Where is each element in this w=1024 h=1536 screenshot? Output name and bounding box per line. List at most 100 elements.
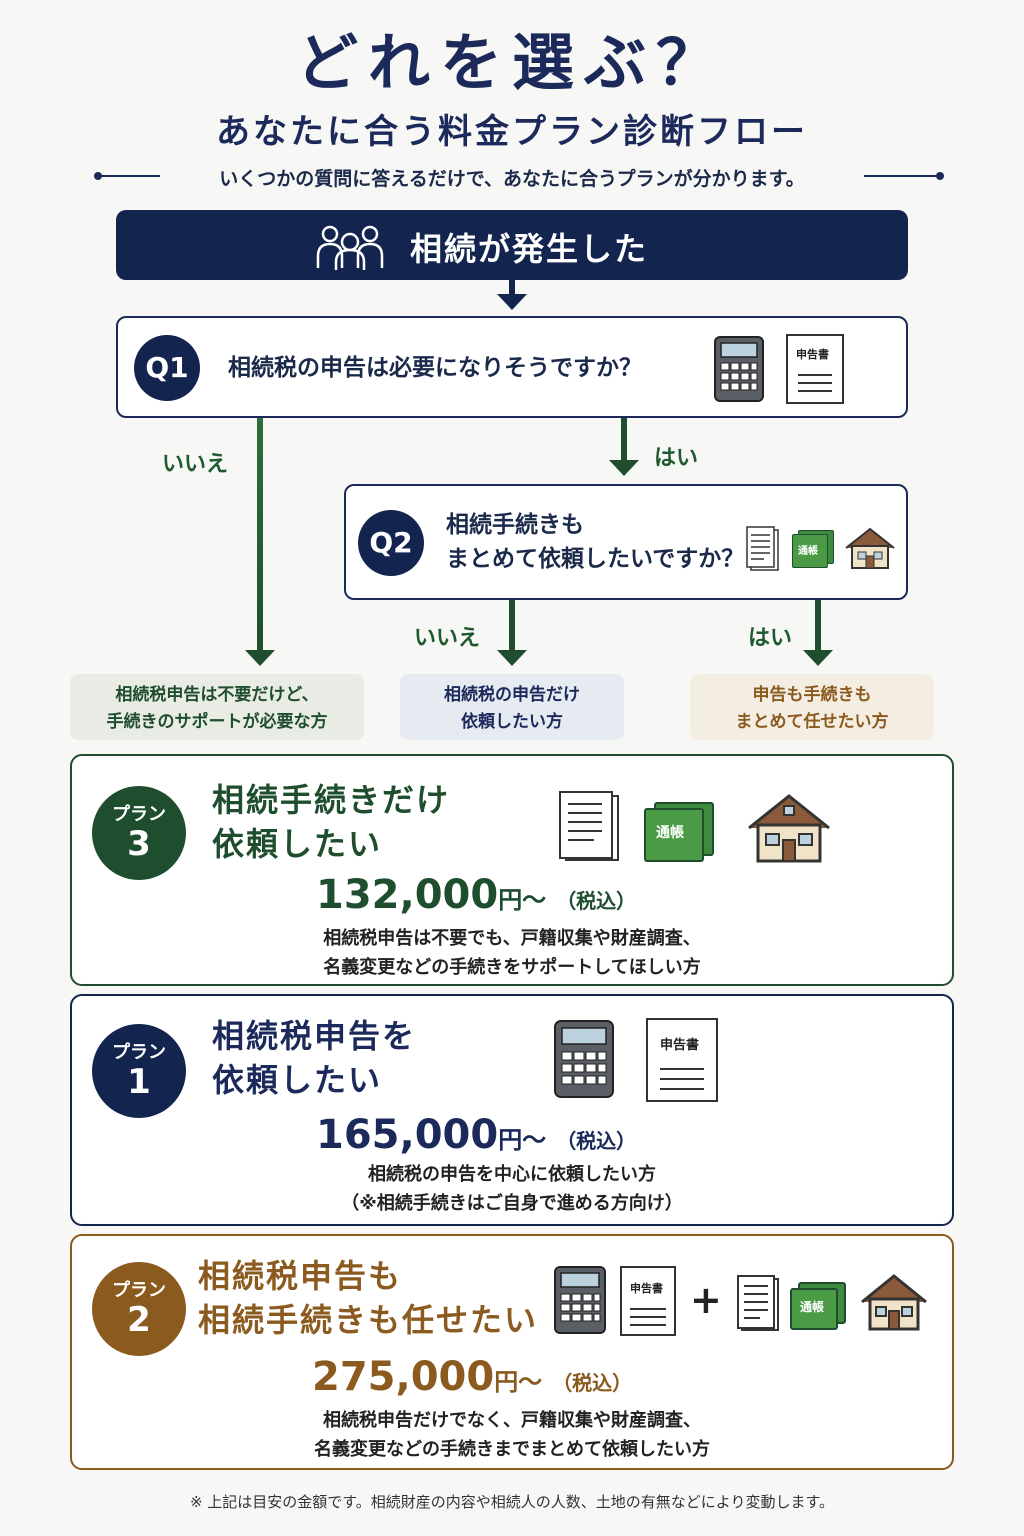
q1-text: 相続税の申告は必要になりそうですか？: [228, 355, 642, 381]
plan2-desc-line1: 相続税申告だけでなく、戸籍収集や財産調査、: [323, 1410, 701, 1431]
calculator-icon: [714, 336, 764, 402]
plan2-title: 相続税申告も 相続手続きも任せたい: [198, 1254, 538, 1342]
plan1-title: 相続税申告を 依頼したい: [212, 1014, 416, 1102]
bankbook-label: 通帳: [798, 546, 818, 557]
bankbook-icon: 通帳: [644, 802, 714, 862]
q2-line2: まとめて依頼したいですか？: [446, 546, 745, 572]
arrow-q2-no-line: [509, 600, 515, 656]
plan1-badge: プラン 1: [92, 1024, 186, 1118]
family-icon: [316, 222, 384, 272]
plan3-badge: プラン 3: [92, 786, 186, 880]
tax-form-label: 申告書: [796, 348, 829, 361]
plan3-title-line1: 相続手続きだけ: [212, 781, 451, 819]
page-subtitle: あなたに合う料金プラン診断フロー: [216, 112, 808, 152]
plan1-title-line2: 依頼したい: [212, 1061, 383, 1099]
plan1-price: 165,000円～ （税込）: [316, 1112, 636, 1158]
arrow-q2-yes-line: [815, 600, 821, 656]
plan3-price-tax: （税込）: [556, 889, 637, 913]
plan2-title-line2: 相続手続きも任せたい: [198, 1301, 539, 1339]
q2-yes-label: はい: [748, 626, 793, 651]
plan3-title-line2: 依頼したい: [212, 825, 383, 863]
plan2-badge-num: 2: [127, 1300, 151, 1340]
tag-plan3: 相続税申告は不要だけど、 手続きのサポートが必要な方: [70, 674, 364, 740]
q2-no-label: いいえ: [414, 626, 481, 651]
plan1-badge-label: プラン: [112, 1042, 166, 1063]
plan2-badge-label: プラン: [112, 1280, 166, 1301]
document-icon: [736, 1274, 780, 1332]
tag-plan2-line1: 申告も手続きも: [752, 685, 872, 705]
calculator-icon: [554, 1266, 606, 1334]
plan3-price-yen: 円～: [498, 886, 547, 914]
tag-plan1: 相続税の申告だけ 依頼したい方: [400, 674, 624, 740]
q2-badge: Q2: [358, 510, 424, 576]
plan2-card: プラン 2 相続税申告も 相続手続きも任せたい 申告書 + 通帳: [70, 1234, 954, 1470]
q1-badge: Q1: [134, 335, 200, 401]
plan1-price-value: 165,000: [316, 1112, 499, 1158]
tax-form-icon: 申告書: [646, 1018, 718, 1102]
start-label: 相続が発生した: [410, 230, 649, 268]
tax-form-icon: 申告書: [620, 1266, 676, 1336]
plan3-desc-line1: 相続税申告は不要でも、戸籍収集や財産調査、: [323, 928, 701, 949]
document-icon: [746, 526, 780, 572]
page-title: どれを選ぶ？: [295, 26, 728, 99]
plus-sign: +: [690, 1278, 722, 1322]
tag-plan1-line1: 相続税の申告だけ: [444, 685, 580, 705]
plan3-badge-label: プラン: [112, 804, 166, 825]
plan2-price-value: 275,000: [312, 1354, 495, 1400]
plan2-badge: プラン 2: [92, 1262, 186, 1356]
arrow-q1-yes-line: [621, 418, 627, 462]
plan1-desc-line2: （※相続手続きはご自身で進める方向け）: [341, 1193, 683, 1214]
tax-form-label: 申告書: [630, 1282, 663, 1295]
tag-plan3-line1: 相続税申告は不要だけど、: [115, 685, 319, 705]
arrow-start-head: [497, 294, 527, 310]
document-icon: [558, 790, 622, 864]
bankbook-icon: 通帳: [790, 1282, 846, 1330]
bankbook-label: 通帳: [800, 1300, 825, 1314]
plan1-desc: 相続税の申告を中心に依頼したい方 （※相続手続きはご自身で進める方向け）: [72, 1160, 952, 1218]
plan3-price-value: 132,000: [316, 872, 499, 918]
plan1-price-yen: 円～: [498, 1126, 547, 1154]
plan1-badge-num: 1: [127, 1062, 151, 1102]
calculator-icon: [554, 1020, 614, 1098]
plan2-price: 275,000円～ （税込）: [312, 1354, 632, 1400]
tax-form-label: 申告書: [660, 1038, 700, 1053]
plan2-desc: 相続税申告だけでなく、戸籍収集や財産調査、 名義変更などの手続きまでまとめて依頼…: [72, 1406, 952, 1464]
plan2-desc-line2: 名義変更などの手続きまでまとめて依頼したい方: [314, 1439, 710, 1460]
bankbook-icon: 通帳: [792, 530, 834, 568]
plan3-desc: 相続税申告は不要でも、戸籍収集や財産調査、 名義変更などの手続きをサポートしてほ…: [72, 924, 952, 982]
divider-right: [864, 175, 940, 177]
house-icon: [860, 1272, 928, 1332]
q1-box: Q1 相続税の申告は必要になりそうですか？ 申告書: [116, 316, 908, 418]
plan3-price: 132,000円～ （税込）: [316, 872, 636, 918]
tag-plan1-line2: 依頼したい方: [461, 712, 563, 732]
q2-box: Q2 相続手続きも まとめて依頼したいですか？ 通帳: [344, 484, 908, 600]
plan2-price-tax: （税込）: [552, 1371, 633, 1395]
q2-line1: 相続手続きも: [446, 512, 584, 538]
tag-plan3-line2: 手続きのサポートが必要な方: [106, 712, 328, 732]
plan2-title-line1: 相続税申告も: [198, 1257, 403, 1295]
plan1-card: プラン 1 相続税申告を 依頼したい 申告書 165,000円～ （税込） 相続税…: [70, 994, 954, 1226]
divider-dot-right: [936, 172, 944, 180]
q1-yes-label: はい: [654, 446, 699, 471]
bankbook-label: 通帳: [656, 825, 684, 841]
arrow-q2-yes-head: [803, 650, 833, 666]
plan1-title-line1: 相続税申告を: [212, 1017, 417, 1055]
lead-text: いくつかの質問に答えるだけで、あなたに合うプランが分かります。: [219, 168, 805, 190]
arrow-q1-yes-head: [609, 460, 639, 476]
plan3-desc-line2: 名義変更などの手続きをサポートしてほしい方: [323, 957, 701, 978]
footnote: ※ 上記は目安の金額です。相続財産の内容や相続人の人数、土地の有無などにより変動…: [189, 1493, 835, 1511]
tag-plan2: 申告も手続きも まとめて任せたい方: [690, 674, 934, 740]
tax-form-icon: 申告書: [786, 334, 844, 404]
arrow-start-line: [509, 280, 515, 298]
plan3-badge-num: 3: [127, 824, 151, 864]
start-box: 相続が発生した: [116, 210, 908, 280]
house-icon: [746, 792, 832, 864]
plan3-card: プラン 3 相続手続きだけ 依頼したい 通帳 132,000円～ （税込） 相続税…: [70, 754, 954, 986]
plan1-desc-line1: 相続税の申告を中心に依頼したい方: [368, 1164, 656, 1185]
plan2-price-yen: 円～: [494, 1368, 543, 1396]
q1-no-label: いいえ: [162, 452, 229, 477]
arrow-q2-no-head: [497, 650, 527, 666]
house-icon: [844, 526, 896, 570]
tag-plan2-line2: まとめて任せたい方: [735, 712, 889, 732]
plan1-price-tax: （税込）: [556, 1129, 637, 1153]
